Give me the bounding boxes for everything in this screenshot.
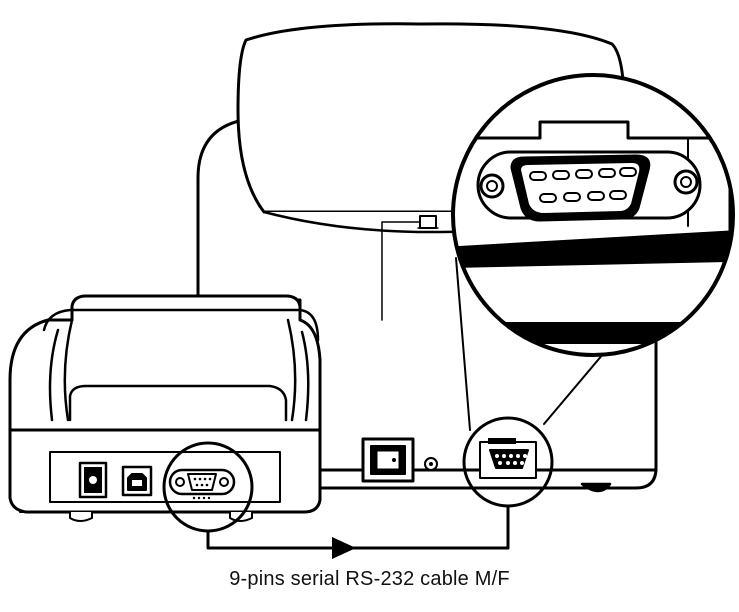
printer-rib-left	[48, 318, 74, 422]
printer-body	[8, 294, 322, 448]
printer-foot-left	[69, 511, 93, 522]
device-rear-stub	[419, 215, 437, 229]
usb-b-port-icon	[121, 465, 153, 497]
zoom-callout	[451, 73, 735, 431]
db9-serial-port-icon	[479, 438, 537, 479]
zoom-panel-dark-strip	[453, 232, 730, 268]
printer-rib-right	[286, 318, 310, 422]
serial-cable	[206, 504, 510, 559]
thermal-printer-icon	[8, 294, 322, 533]
diagram-caption: 9-pins serial RS-232 cable M/F	[229, 568, 510, 590]
db9-serial-port-icon	[476, 150, 702, 222]
dc-power-jack-icon	[78, 461, 108, 499]
power-switch-icon	[361, 437, 415, 483]
zoom-circle-outline	[451, 73, 735, 357]
zoom-leader-left	[455, 257, 471, 431]
device-foot	[580, 482, 612, 493]
arrow-right-icon	[332, 537, 356, 559]
cable-line	[206, 504, 510, 550]
printer-rear-recess	[68, 384, 288, 422]
device-leader-line	[381, 221, 421, 321]
printer-top-cover	[42, 308, 320, 342]
device-indicator-dot-inner	[429, 462, 433, 466]
db9-serial-port-icon	[168, 468, 236, 500]
